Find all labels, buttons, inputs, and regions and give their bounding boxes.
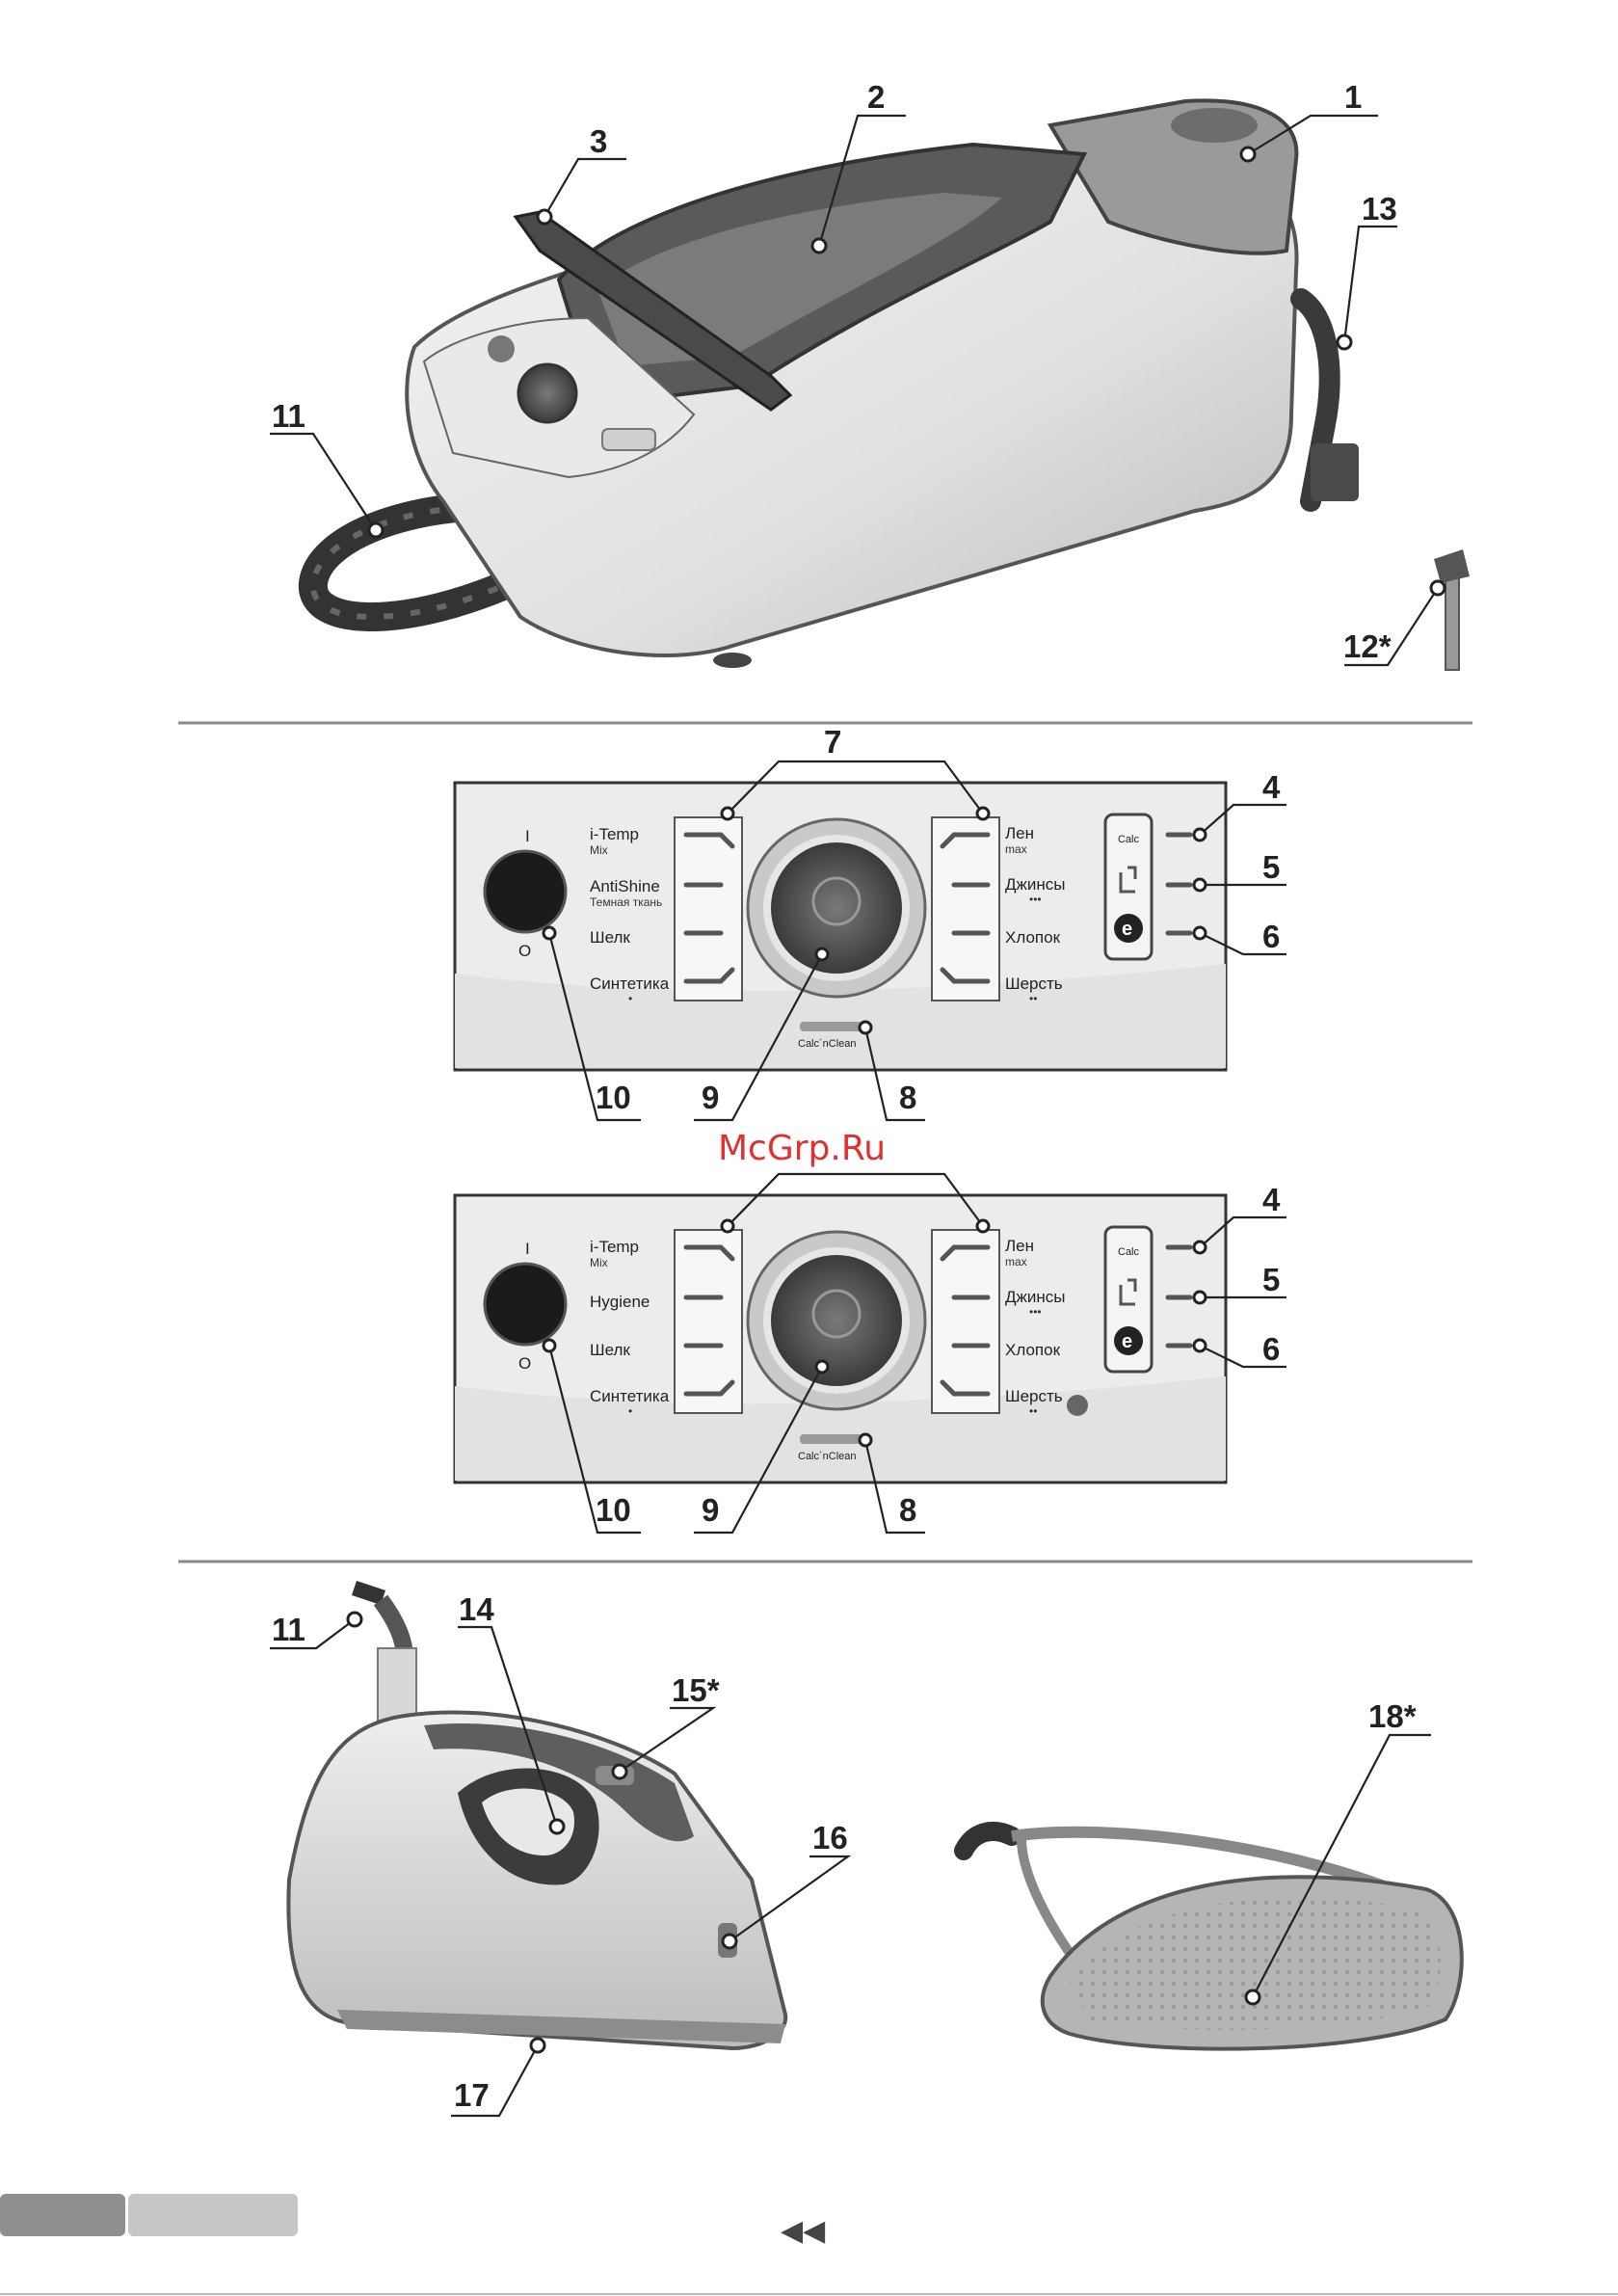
callout-16: 16 (812, 1820, 848, 1855)
callout-13: 13 (1362, 191, 1397, 227)
callout-5-b: 5 (1262, 1262, 1280, 1297)
watermark: McGrp.Ru (718, 1129, 886, 1168)
program-label-b-l2: Шелк (590, 1341, 630, 1359)
power-on-symbol-b: I (525, 1240, 530, 1258)
footer-tab-dark (0, 2194, 125, 2236)
callout-10-b: 10 (596, 1492, 631, 1528)
program-label-a-r0: Лен (1005, 824, 1034, 842)
calc-clean-label-a: Calc´nClean (798, 1038, 857, 1050)
program-sub-a-l0: Mix (590, 843, 608, 857)
callout-11-iron: 11 (272, 1612, 305, 1647)
callout-3: 3 (590, 123, 607, 159)
callout-6-a: 6 (1262, 919, 1280, 954)
calc-indicator-a: Calc (1118, 834, 1140, 845)
wool-drop-icon (1067, 1395, 1088, 1416)
footer-tab-light (128, 2194, 298, 2236)
program-label-a-r2: Хлопок (1005, 928, 1061, 947)
program-sub-b-r3: •• (1029, 1404, 1037, 1418)
calc-clean-button-b[interactable] (800, 1434, 863, 1444)
calc-indicator-b: Calc (1118, 1246, 1140, 1258)
callout-9-b: 9 (702, 1492, 719, 1528)
program-sub-b-l3: • (628, 1404, 632, 1418)
power-button-a[interactable] (485, 851, 566, 932)
callout-8-a: 8 (899, 1080, 916, 1115)
callout-18: 18* (1368, 1698, 1417, 1734)
eco-label-b: e (1122, 1331, 1132, 1352)
program-label-a-l1: AntiShine (590, 877, 660, 895)
power-on-symbol-a: I (525, 827, 530, 845)
power-off-symbol-a: O (518, 942, 531, 960)
program-label-b-r1: Джинсы (1005, 1288, 1066, 1306)
eco-label-a: e (1122, 919, 1132, 940)
iron-illustration (288, 1581, 785, 2048)
callout-9-a: 9 (702, 1080, 719, 1115)
callout-6-b: 6 (1262, 1331, 1280, 1367)
program-sub-b-r1: ••• (1029, 1305, 1042, 1319)
program-sub-a-l3: • (628, 992, 632, 1005)
program-label-b-r3: Шерсть (1005, 1387, 1063, 1405)
program-label-a-l0: i-Temp (590, 825, 639, 843)
callout-2: 2 (867, 79, 885, 115)
callout-4-b: 4 (1262, 1182, 1281, 1217)
program-label-a-l2: Шелк (590, 928, 630, 947)
callout-4-a: 4 (1262, 769, 1281, 805)
callout-8-b: 8 (899, 1492, 916, 1528)
program-label-a-l3: Синтетика (590, 974, 670, 993)
program-label-a-r3: Шерсть (1005, 974, 1063, 993)
callout-15: 15* (672, 1672, 720, 1708)
page-marker: ◀◀ (781, 2214, 825, 2248)
program-label-b-l1: Hygiene (590, 1293, 650, 1311)
program-sub-a-r0: max (1005, 842, 1027, 856)
callout-14: 14 (459, 1591, 494, 1627)
callout-11-top: 11 (272, 398, 305, 434)
program-sub-b-r0: max (1005, 1255, 1027, 1268)
steam-station-illustration (313, 100, 1470, 670)
soleplate-protector-illustration (964, 1831, 1462, 2049)
callout-5-a: 5 (1262, 849, 1280, 885)
calc-clean-label-b: Calc´nClean (798, 1451, 857, 1462)
program-label-b-r0: Лен (1005, 1237, 1034, 1255)
power-button-b[interactable] (485, 1264, 566, 1345)
callout-7-a: 7 (824, 724, 841, 760)
program-sub-a-l1: Темная ткань (590, 895, 662, 909)
program-label-b-l0: i-Temp (590, 1238, 639, 1256)
program-label-b-l3: Синтетика (590, 1387, 670, 1405)
callout-1: 1 (1344, 79, 1362, 115)
callout-10-a: 10 (596, 1080, 631, 1115)
callout-12: 12* (1343, 628, 1392, 664)
control-panel-b: I O i-Temp Mix Hygiene Шелк Синтетика • … (455, 1195, 1226, 1482)
calc-clean-button-a[interactable] (800, 1022, 863, 1031)
program-sub-a-r3: •• (1029, 992, 1037, 1005)
control-panel-a: I O i-Temp Mix AntiShine Темная ткань Ше… (455, 783, 1226, 1070)
program-sub-a-r1: ••• (1029, 893, 1042, 906)
program-label-b-r2: Хлопок (1005, 1341, 1061, 1359)
callout-17: 17 (454, 2077, 490, 2113)
power-off-symbol-b: O (518, 1354, 531, 1373)
program-sub-b-l0: Mix (590, 1256, 608, 1269)
program-label-a-r1: Джинсы (1005, 875, 1066, 894)
